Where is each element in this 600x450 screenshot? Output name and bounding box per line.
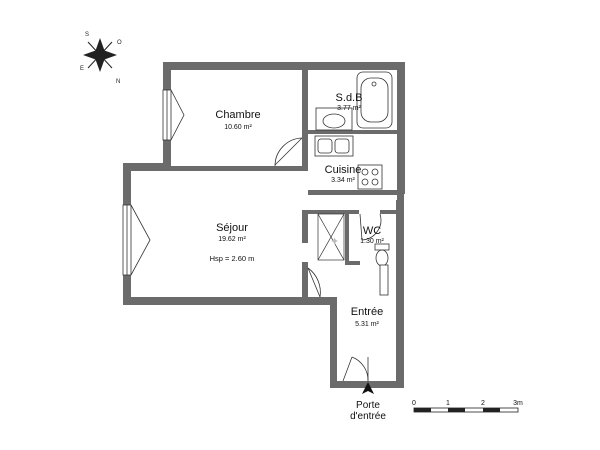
- wardrobe-icon: [317, 213, 345, 261]
- room-name-sejour: Séjour: [216, 222, 248, 234]
- scale-label-3: 3m: [513, 400, 523, 407]
- room-name-sdb: S.d.B: [336, 92, 363, 104]
- sink-icon: [314, 135, 354, 157]
- scale-label-2: 2: [481, 400, 485, 407]
- room-area-wc: 1.30 m²: [360, 238, 384, 245]
- scale-label-1: 1: [446, 400, 450, 407]
- room-cuisine: Cuisine 3.34 m²: [325, 164, 362, 184]
- entrance-arrow-icon: [362, 382, 374, 394]
- room-chambre: Chambre 10.60 m²: [215, 109, 260, 131]
- room-name-entree: Entrée: [351, 306, 383, 318]
- room-name-cuisine: Cuisine: [325, 164, 362, 176]
- washbasin-icon: [315, 107, 353, 131]
- room-area-sejour: 19.62 m²: [218, 236, 246, 243]
- room-entree: Entrée 5.31 m²: [351, 306, 383, 328]
- toilet-icon: [374, 243, 390, 267]
- room-wc: WC 1.30 m²: [360, 225, 384, 245]
- room-name-wc: WC: [363, 225, 381, 237]
- room-height-sejour: Hsp = 2.60 m: [210, 254, 255, 263]
- compass-south-label: S: [85, 32, 89, 38]
- scale-label-0: 0: [412, 400, 416, 407]
- room-name-chambre: Chambre: [215, 109, 260, 121]
- room-sejour: Séjour 19.62 m² Hsp = 2.60 m: [210, 222, 255, 263]
- room-sdb: S.d.B 3.77 m²: [336, 92, 363, 112]
- bathtub-icon: [356, 71, 393, 129]
- watermark-logo-text: ✦: [330, 236, 339, 248]
- window-sejour: [122, 204, 151, 276]
- window-chambre: [162, 89, 185, 141]
- room-area-sdb: 3.77 m²: [337, 105, 361, 112]
- compass-east-label: E: [80, 66, 84, 72]
- interior-walls: [171, 70, 397, 297]
- room-area-chambre: 10.60 m²: [224, 124, 252, 131]
- compass-north-label: N: [116, 79, 120, 85]
- room-area-cuisine: 3.34 m²: [331, 177, 355, 184]
- entrance-label-line2: d'entrée: [350, 411, 386, 422]
- entrance-label-line1: Porte: [356, 400, 380, 411]
- exterior-wall: [123, 62, 405, 388]
- compass-west-label: O: [117, 40, 122, 46]
- entrance-radiator: [379, 264, 389, 296]
- door-swings: [274, 137, 382, 382]
- scale-bar: 0 1 2 3m: [412, 400, 523, 413]
- room-area-entree: 5.31 m²: [355, 321, 379, 328]
- stove-icon: [357, 164, 383, 190]
- compass-rose-icon: S O N E: [80, 32, 122, 85]
